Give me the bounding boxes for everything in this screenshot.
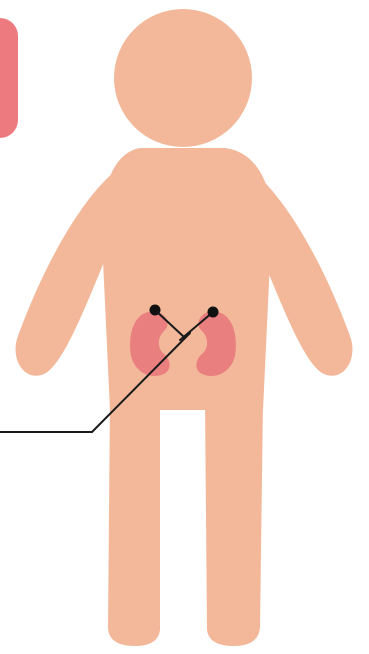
right-leg bbox=[205, 400, 263, 646]
left-arm bbox=[16, 168, 119, 376]
head bbox=[114, 9, 252, 147]
human-body-icon bbox=[16, 9, 353, 646]
pointer-dot-left bbox=[150, 305, 161, 316]
pointer-dot-right bbox=[208, 307, 219, 318]
left-leg bbox=[108, 400, 160, 646]
torso bbox=[101, 148, 272, 410]
side-panel-shape bbox=[0, 18, 18, 138]
